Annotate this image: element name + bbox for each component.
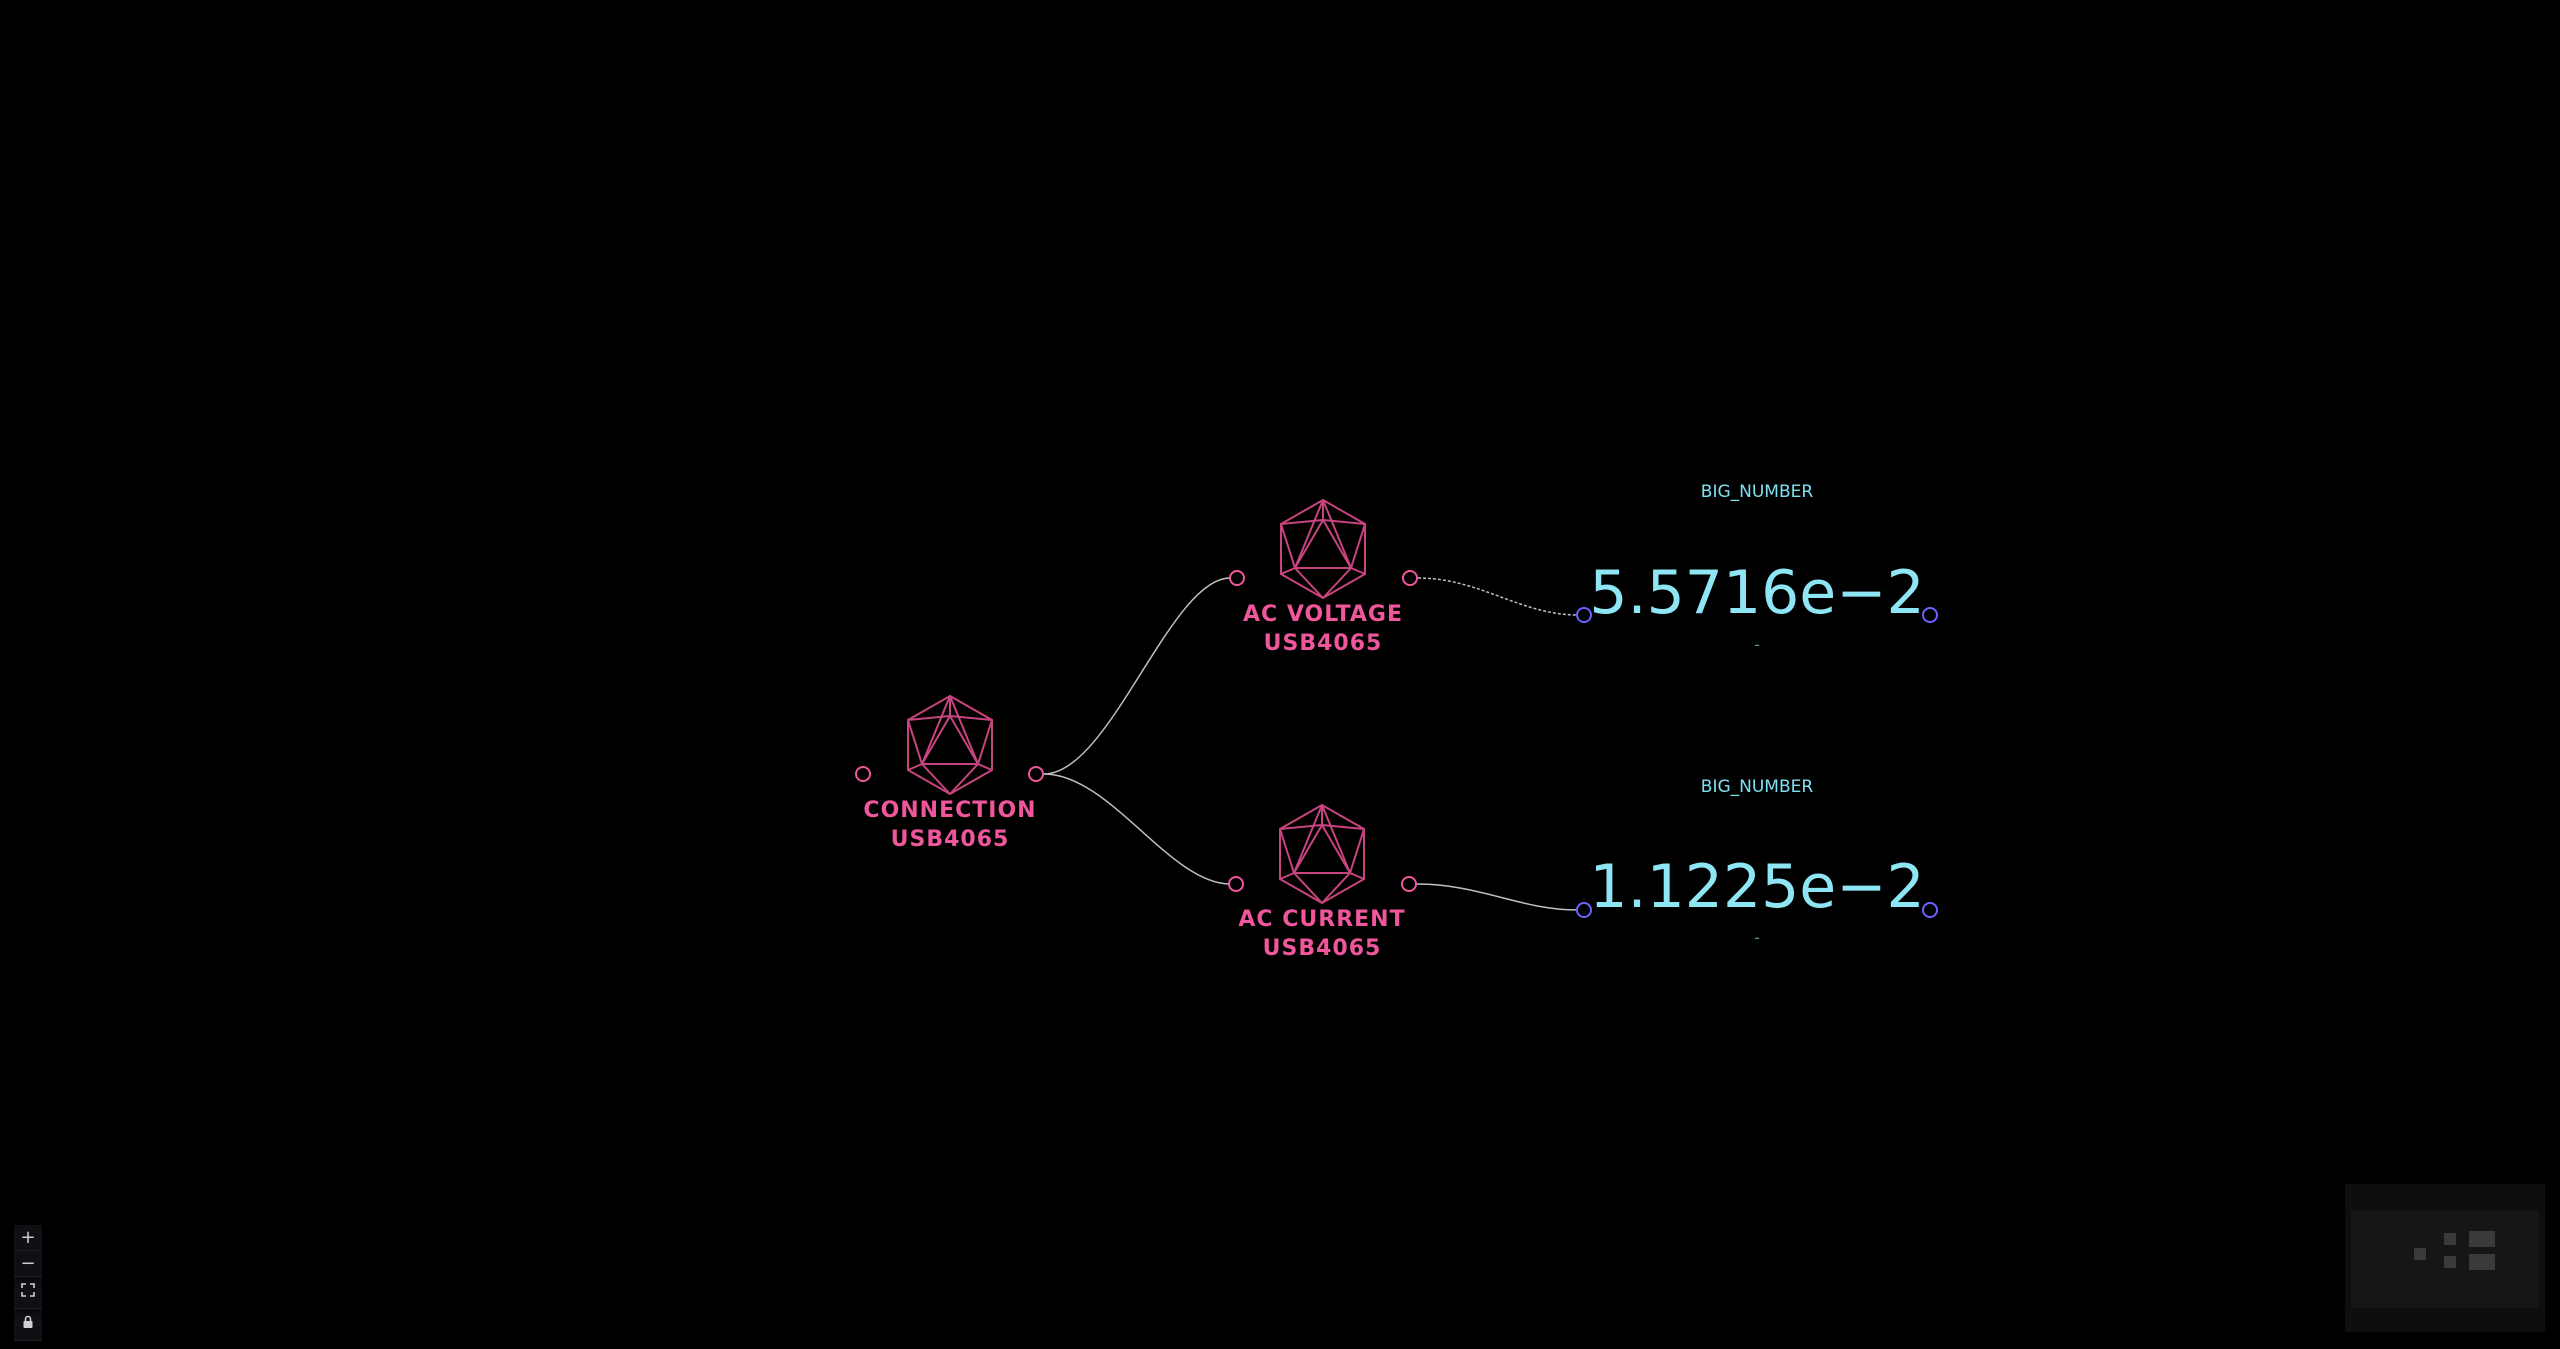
node-title: AC VOLTAGE <box>1243 602 1403 627</box>
big-number-value: 1.1225e−2 <box>1589 852 1925 922</box>
minimap-node <box>2414 1248 2426 1260</box>
minimap-node <box>2469 1254 2495 1270</box>
icosahedron-icon <box>1280 498 1366 600</box>
connection-input-handle[interactable] <box>855 766 871 782</box>
edge-connection-to-ac-current[interactable] <box>1043 773 1231 885</box>
ac-voltage-input-handle[interactable] <box>1229 570 1245 586</box>
minimap-node <box>2444 1256 2456 1268</box>
icosahedron-icon <box>907 694 993 796</box>
edge-ac-current-to-big-number[interactable] <box>1416 883 1579 911</box>
lock-icon <box>23 1315 33 1328</box>
edge-connection-to-ac-voltage[interactable] <box>1043 577 1231 775</box>
node-subtitle: USB4065 <box>1262 936 1382 961</box>
node-subtitle: USB4065 <box>1263 631 1383 656</box>
node-title: AC CURRENT <box>1238 907 1406 932</box>
fit-view-button[interactable] <box>14 1283 42 1309</box>
ac-voltage-output-handle[interactable] <box>1402 570 1418 586</box>
minimap[interactable] <box>2345 1184 2545 1332</box>
big-number-title: BIG_NUMBER <box>1700 777 1814 797</box>
ac-current-input-handle[interactable] <box>1228 876 1244 892</box>
zoom-out-button[interactable]: − <box>14 1251 42 1277</box>
zoom-in-button[interactable]: + <box>14 1225 42 1251</box>
big-number-current-input-handle[interactable] <box>1576 902 1592 918</box>
connection-output-handle[interactable] <box>1028 766 1044 782</box>
big-number-title: BIG_NUMBER <box>1700 482 1814 502</box>
big-number-unit: - <box>1754 928 1760 947</box>
big-number-voltage-output-handle[interactable] <box>1922 607 1938 623</box>
node-title: CONNECTION <box>863 798 1037 823</box>
minimap-node <box>2444 1233 2456 1245</box>
big-number-voltage-input-handle[interactable] <box>1576 607 1592 623</box>
ac-current-output-handle[interactable] <box>1401 876 1417 892</box>
big-number-current-output-handle[interactable] <box>1922 902 1938 918</box>
icosahedron-icon <box>1279 803 1365 905</box>
node-subtitle: USB4065 <box>890 827 1010 852</box>
fit-view-icon <box>21 1283 35 1297</box>
lock-toggle-button[interactable] <box>14 1315 42 1341</box>
big-number-value: 5.5716e−2 <box>1589 558 1925 628</box>
flow-controls: + − <box>14 1225 42 1341</box>
big-number-unit: - <box>1754 635 1760 654</box>
node-connection[interactable]: CONNECTION USB4065 <box>850 694 1050 854</box>
edge-ac-voltage-to-big-number[interactable] <box>1417 577 1579 616</box>
node-ac-current[interactable]: AC CURRENT USB4065 <box>1222 803 1422 963</box>
node-ac-voltage[interactable]: AC VOLTAGE USB4065 <box>1223 498 1423 658</box>
minimap-node <box>2469 1231 2495 1247</box>
